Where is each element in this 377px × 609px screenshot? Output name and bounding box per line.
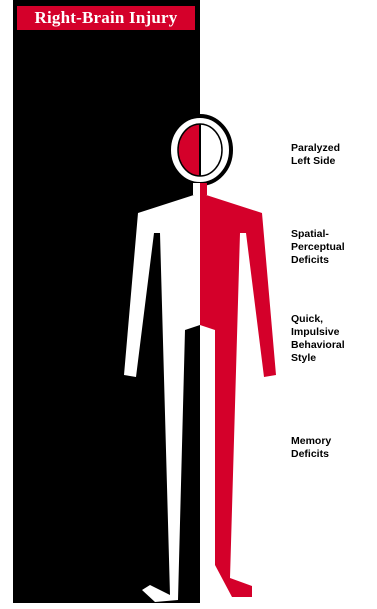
label-memory-deficits: Memory Deficits [291, 435, 331, 461]
head [169, 116, 231, 184]
label-paralyzed-left-side: Paralyzed Left Side [291, 142, 340, 168]
label-spatial-perceptual-deficits: Spatial- Perceptual Deficits [291, 228, 345, 267]
body-left-half-white [124, 193, 200, 602]
body-right-half-red [200, 193, 276, 597]
neck-right [200, 183, 207, 195]
label-quick-impulsive-behavioral-style: Quick, Impulsive Behavioral Style [291, 313, 345, 365]
neck-left [193, 183, 200, 195]
